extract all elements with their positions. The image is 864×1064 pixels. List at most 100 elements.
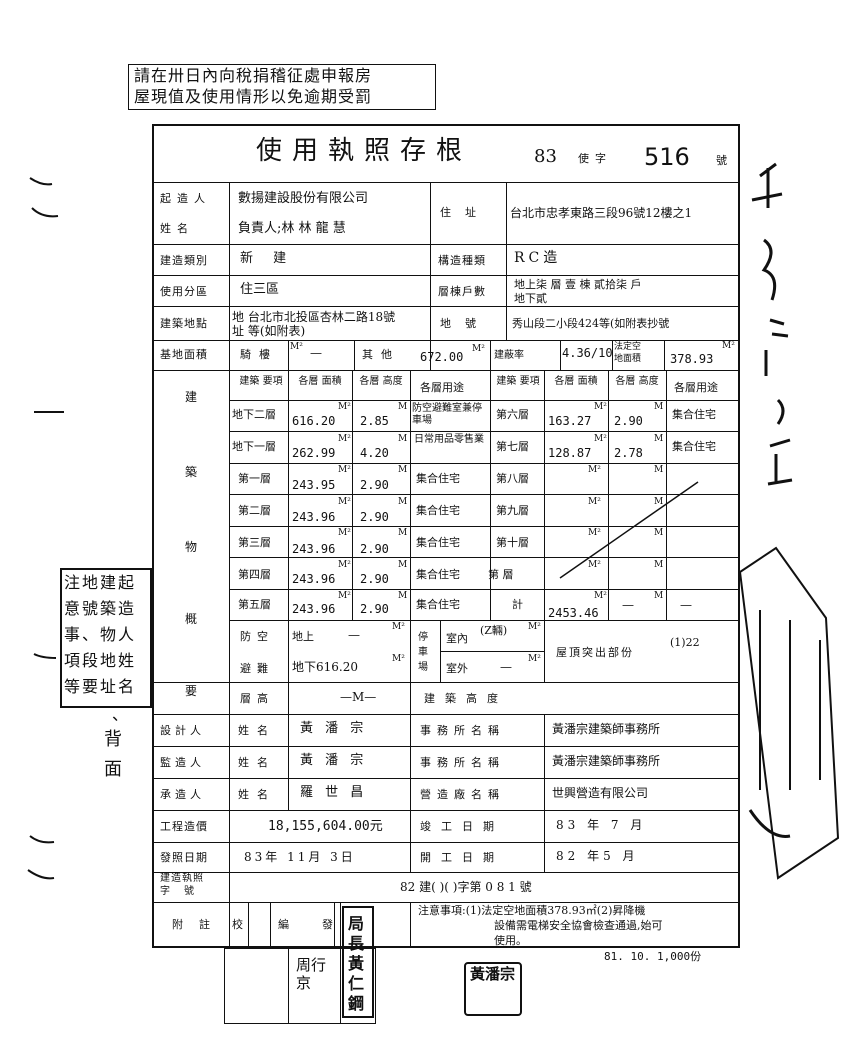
floors-value-below: 地下貳 (514, 292, 547, 305)
use-7: 集合住宅 (672, 440, 716, 453)
owner-rep: 負責人;林 林 龍 慧 (238, 221, 346, 236)
site-label: 建築地點 (160, 317, 208, 330)
owner-label-bottom: 姓名 (160, 222, 194, 235)
side-note-box (60, 568, 152, 708)
other-label: 其他 (362, 348, 400, 361)
parking-indoor-value: (Z輛) (480, 624, 508, 637)
zone-value: 住三區 (240, 282, 280, 297)
floor-b1: 地下一層 (232, 440, 276, 453)
floor-2: 第二層 (238, 504, 271, 517)
floor-1: 第一層 (238, 472, 271, 485)
architect-seal (464, 962, 522, 1016)
side-note-line1: 注地建起 (64, 573, 137, 592)
height-total: — (622, 598, 634, 612)
height-2: 2.90 (360, 510, 389, 524)
completion-date: 83 年 7 月 (556, 818, 647, 832)
bldg-side-5: 要 (185, 684, 198, 698)
height-3: 2.90 (360, 542, 389, 556)
issue-date: 83年 11月 3日 (244, 850, 356, 864)
supervisor-name: 黃 潘 宗 (300, 753, 368, 768)
side-note-line5: 等要址名 (64, 677, 137, 696)
issue-label: 發照日期 (160, 851, 208, 864)
parking-outdoor-value: — (500, 660, 512, 674)
floors-value-above: 地上柒 層 壹 棟 貳拾柒 戶 (514, 278, 642, 291)
floors-label: 層棟戶數 (438, 285, 486, 298)
designer-name: 黃 潘 宗 (300, 721, 368, 736)
form-frame (152, 124, 740, 948)
side-note-line7: 背 (104, 729, 122, 750)
remarks-label: 附註 (172, 918, 226, 931)
shelter-label-1: 防空 (240, 630, 274, 643)
use-b2: 防空避難室兼停車場 (412, 403, 482, 426)
area-6: 163.27 (548, 414, 592, 428)
height-6: 2.90 (614, 414, 643, 428)
owner-address: 台北市忠孝東路三段96號12樓之1 (510, 206, 693, 220)
footer-code: 81. 10. 1,000份 (604, 950, 702, 963)
director-stamp (342, 906, 374, 1018)
height-5: 2.90 (360, 602, 389, 616)
remarks-edit: 編 (278, 918, 289, 931)
bldg-side-3: 物 (185, 540, 198, 554)
build-type-label: 建造類別 (160, 254, 208, 267)
bldg-side-4: 概 (185, 612, 198, 626)
left-stamp-text: 周行京 (296, 956, 327, 992)
remarks-note-2: 設備需電梯安全協會檢查通過,始可 (494, 919, 663, 932)
lot-value: 秀山段二小段424等(如附表抄號 (512, 317, 670, 330)
floor-height-value: —M— (340, 690, 377, 704)
area-b2: 616.20 (292, 414, 336, 428)
permit-word: 使字 (578, 152, 612, 165)
supervisor-office-label: 事務所名稱 (420, 756, 505, 769)
use-b1: 日常用品零售業 (414, 434, 484, 445)
area-1: 243.95 (292, 478, 336, 492)
area-7: 128.87 (548, 446, 592, 460)
height-1: 2.90 (360, 478, 389, 492)
floor-3: 第三層 (238, 536, 271, 549)
contractor-label: 承造人 (160, 788, 205, 801)
site-address-2: 址 等(如附表) (232, 324, 306, 338)
bldg-side-1: 建 (185, 390, 198, 404)
hdr-height: 各層 高度 (359, 376, 403, 387)
hdr-area: 各層 面積 (298, 376, 342, 387)
designer-label: 設計人 (160, 724, 205, 737)
completion-label: 竣工日期 (420, 820, 504, 833)
bldg-side-2: 築 (185, 465, 198, 479)
contractor-name: 羅 世 昌 (300, 785, 368, 800)
start-label: 開工日期 (420, 851, 504, 864)
shelter-above-label: 地上 (292, 630, 314, 643)
contractor-office: 世興營造有限公司 (552, 786, 649, 800)
remarks-check: 校 (232, 918, 243, 931)
side-note-line2: 意號築造 (64, 599, 137, 618)
supervisor-label: 監造人 (160, 756, 205, 769)
floor-8: 第八層 (496, 472, 529, 485)
approval-box (224, 948, 376, 1024)
arcade-label: 騎樓 (240, 348, 278, 361)
designer-office: 黃潘宗建築師事務所 (552, 722, 661, 736)
site-address-1: 地 台北市北投區杏林二路18號 (232, 310, 396, 324)
side-note-line3: 事、物人 (64, 625, 137, 644)
addr-label: 住址 (440, 206, 490, 219)
owner-company: 數揚建設股份有限公司 (238, 191, 369, 206)
legal-open-area: 378.93 (670, 352, 714, 366)
bldg-height-label: 建築高度 (424, 692, 508, 705)
area-4: 243.96 (292, 572, 336, 586)
side-note-line4: 項段地姓 (64, 651, 137, 670)
floor-5: 第五層 (238, 598, 271, 611)
permit-ref: 82 建( )( )字第 0 8 1 號 (400, 880, 532, 894)
shelter-above-value: — (348, 628, 360, 642)
area-b1: 262.99 (292, 446, 336, 460)
notice-box (128, 64, 436, 110)
designer-office-label: 事務所名稱 (420, 724, 505, 737)
architect-seal-text: 黃潘宗 (470, 965, 516, 983)
use-3: 集合住宅 (416, 536, 460, 549)
lot-label: 地號 (440, 317, 490, 330)
legal-open-label-1: 法定空 (614, 342, 642, 352)
floor-height-label: 層高 (240, 692, 274, 705)
parking-outdoor-label: 室外 (446, 662, 468, 675)
roof-value: (1)22 (670, 636, 700, 649)
cost-label: 工程造價 (160, 820, 208, 833)
floor-b2: 地下二層 (232, 408, 276, 421)
hdr-use-r: 各層用途 (674, 381, 718, 394)
use-total: — (680, 598, 692, 612)
area-5: 243.96 (292, 602, 336, 616)
supervisor-office: 黃潘宗建築師事務所 (552, 754, 661, 768)
